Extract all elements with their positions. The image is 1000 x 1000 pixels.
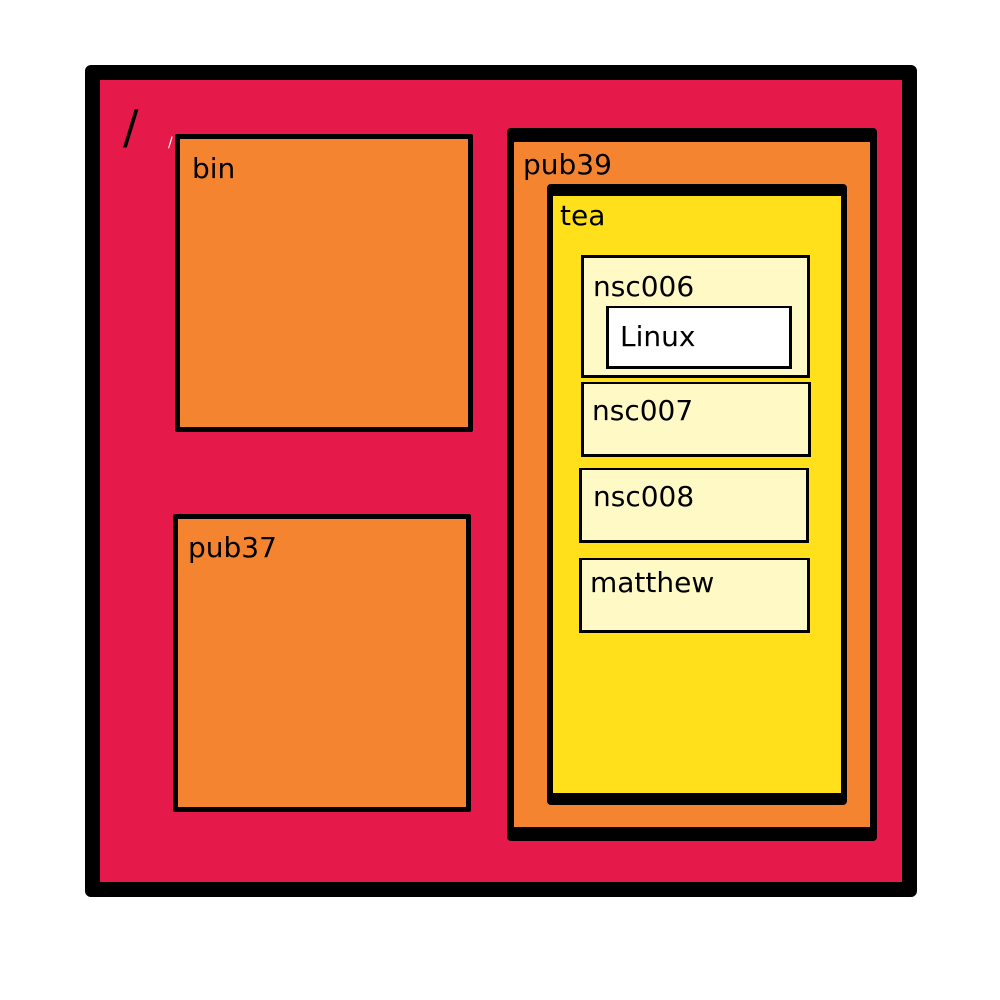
directory-linux-label: Linux (620, 320, 696, 353)
directory-nsc007: nsc007 (581, 382, 811, 457)
directory-pub37: pub37 (173, 514, 471, 812)
directory-nsc008: nsc008 (579, 468, 809, 543)
directory-nsc008-label: nsc008 (593, 480, 695, 513)
directory-tea-label: tea (560, 199, 606, 232)
directory-linux: Linux (606, 306, 792, 369)
directory-nsc006-label: nsc006 (593, 270, 695, 303)
directory-pub37-label: pub37 (188, 531, 277, 564)
directory-matthew: matthew (579, 558, 810, 633)
directory-pub39-label: pub39 (523, 148, 612, 181)
directory-nsc007-label: nsc007 (592, 394, 694, 427)
small-slash-mark-icon: / (168, 135, 173, 151)
directory-bin: bin (175, 134, 473, 432)
directory-bin-label: bin (192, 152, 236, 185)
directory-matthew-label: matthew (590, 566, 715, 599)
directory-root-label: / (123, 100, 139, 154)
